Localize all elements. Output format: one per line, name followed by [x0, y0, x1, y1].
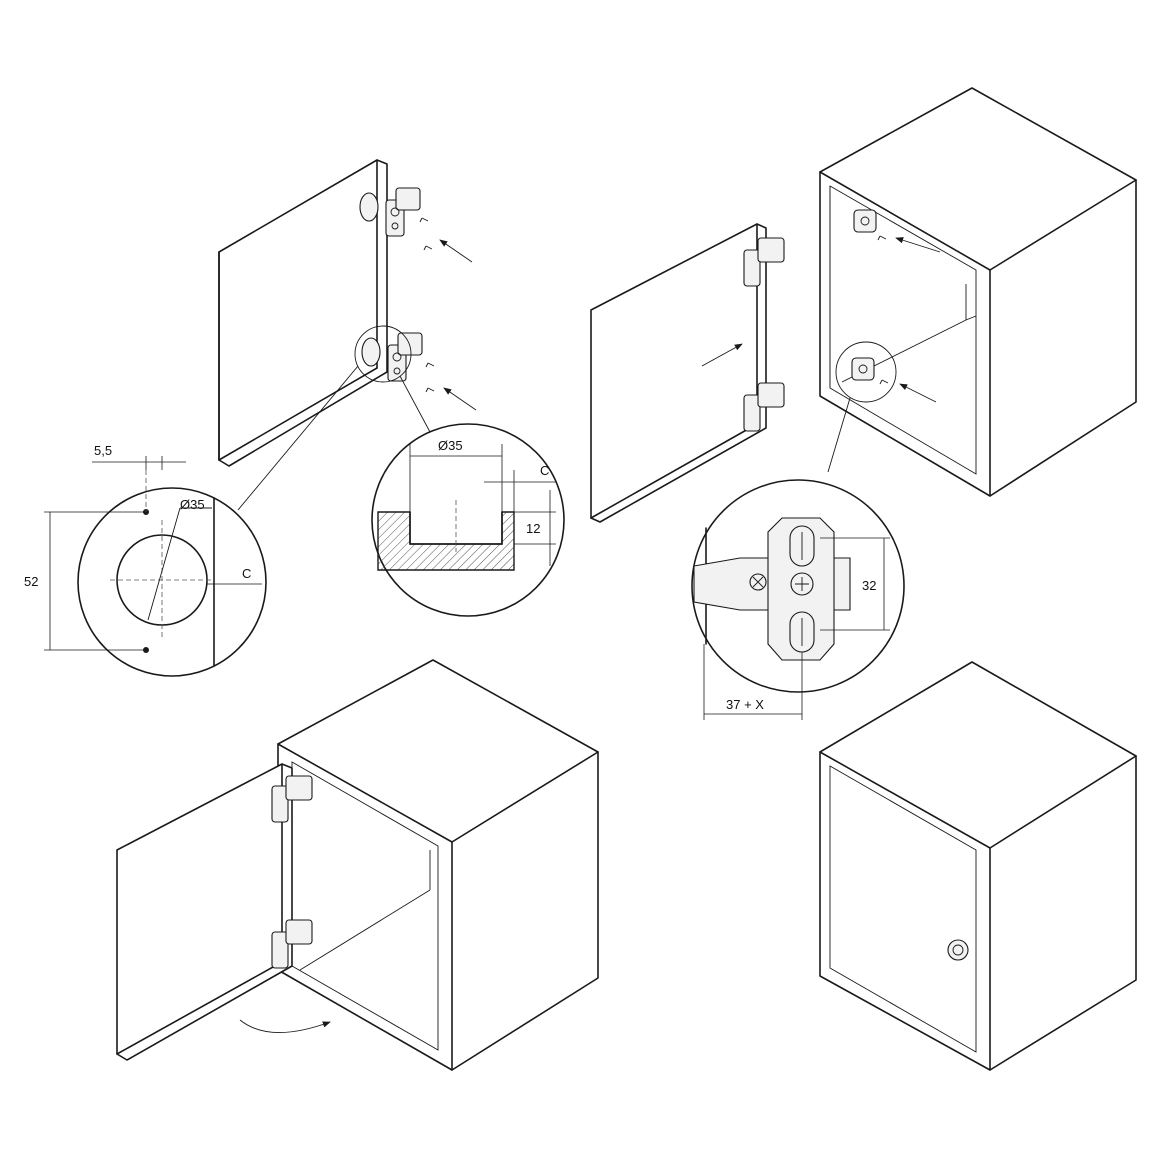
- detail-circle-b: [371, 423, 565, 617]
- detail-cup-section: Ø35 C 12: [371, 423, 565, 617]
- cabinet-body-4: [819, 661, 1137, 1071]
- door-panel-2: [590, 223, 767, 523]
- plate-arrow-top: [895, 237, 941, 253]
- step-3-door-open: [116, 659, 599, 1071]
- hinge-bottom: [387, 332, 423, 382]
- label-12: 12: [526, 521, 540, 536]
- step-2-mount-plates: [590, 87, 1137, 523]
- knob: [947, 939, 969, 961]
- label-5-5: 5,5: [94, 443, 112, 458]
- label-52: 52: [24, 574, 38, 589]
- detail-circle-a: [77, 487, 267, 677]
- step-4-closed: [819, 661, 1137, 1071]
- label-diameter-b: Ø35: [438, 438, 463, 453]
- zoom-marker-cabinet: [835, 341, 897, 403]
- hinge-open-top: [271, 775, 313, 823]
- label-32: 32: [862, 578, 876, 593]
- insert-arrow-top: [439, 239, 473, 263]
- hinge-door-top: [743, 237, 785, 287]
- label-37x: 37 + X: [726, 697, 764, 712]
- screws: [419, 217, 435, 393]
- insert-arrow-bottom: [443, 387, 477, 411]
- detail-drilling-pattern: Ø35 5,5 52 C: [24, 443, 267, 677]
- detail-mount-plate: 32 37 + X: [691, 479, 905, 720]
- door-arrow: [701, 343, 743, 367]
- hinge-open-bottom: [271, 919, 313, 969]
- door-open: [116, 763, 293, 1061]
- swing-arrow: [239, 1019, 331, 1033]
- mount-plate-bottom: [851, 357, 875, 381]
- label-c-a: C: [242, 566, 251, 581]
- label-diameter-a: Ø35: [180, 497, 205, 512]
- door-closed: [829, 765, 977, 1053]
- hinge-top: [385, 187, 421, 237]
- plate-arrow-bottom: [899, 383, 937, 403]
- cabinet-open: [819, 87, 1137, 497]
- section-hatch: [377, 511, 515, 571]
- cup-hole-top: [359, 192, 379, 222]
- mount-plate-top: [853, 209, 877, 233]
- cup-hole-bottom: [361, 337, 381, 367]
- step-1-door-drilling: [218, 159, 477, 511]
- detail-circle-c: [691, 479, 905, 693]
- hinge-door-bottom: [743, 382, 785, 432]
- label-c-b: C: [540, 463, 549, 478]
- zoom-marker-door: [354, 325, 412, 383]
